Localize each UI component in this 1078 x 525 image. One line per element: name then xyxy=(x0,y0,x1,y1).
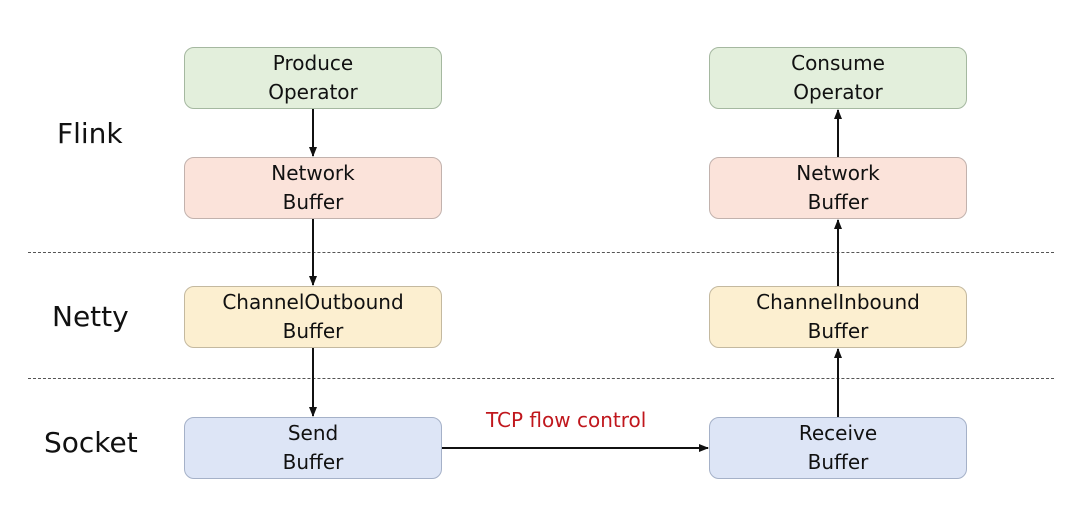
channel-inbound-buffer-node: ChannelInbound Buffer xyxy=(709,286,967,348)
sender-network-buffer-line-2: Buffer xyxy=(282,190,344,214)
divider-netty-socket xyxy=(28,378,1054,379)
layer-label-flink: Flink xyxy=(57,117,123,150)
consume-operator-line-1: Consume xyxy=(791,51,885,75)
produce-operator-line-1: Produce xyxy=(272,51,354,75)
receiver-network-buffer-node: Network Buffer xyxy=(709,157,967,219)
sender-network-buffer-node: Network Buffer xyxy=(184,157,442,219)
receive-buffer-line-1: Receive xyxy=(798,421,878,445)
consume-operator-node: Consume Operator xyxy=(709,47,967,109)
channel-outbound-buffer-node: ChannelOutbound Buffer xyxy=(184,286,442,348)
receiver-network-buffer-line-1: Network xyxy=(796,161,880,185)
send-buffer-line-2: Buffer xyxy=(282,450,344,474)
layer-label-netty: Netty xyxy=(52,300,129,333)
produce-operator-line-2: Operator xyxy=(268,80,358,104)
channel-inbound-buffer-line-2: Buffer xyxy=(807,319,869,343)
receiver-network-buffer-line-2: Buffer xyxy=(807,190,869,214)
sender-network-buffer-line-1: Network xyxy=(271,161,355,185)
channel-outbound-buffer-line-1: ChannelOutbound xyxy=(222,290,404,314)
channel-inbound-buffer-line-1: ChannelInbound xyxy=(756,290,920,314)
divider-flink-netty xyxy=(28,252,1054,253)
layer-label-socket: Socket xyxy=(44,426,138,459)
receive-buffer-node: Receive Buffer xyxy=(709,417,967,479)
send-buffer-node: Send Buffer xyxy=(184,417,442,479)
send-buffer-line-1: Send xyxy=(287,421,339,445)
channel-outbound-buffer-line-2: Buffer xyxy=(282,319,344,343)
produce-operator-node: Produce Operator xyxy=(184,47,442,109)
tcp-flow-control-label: TCP flow control xyxy=(486,408,647,432)
receive-buffer-line-2: Buffer xyxy=(807,450,869,474)
consume-operator-line-2: Operator xyxy=(793,80,883,104)
